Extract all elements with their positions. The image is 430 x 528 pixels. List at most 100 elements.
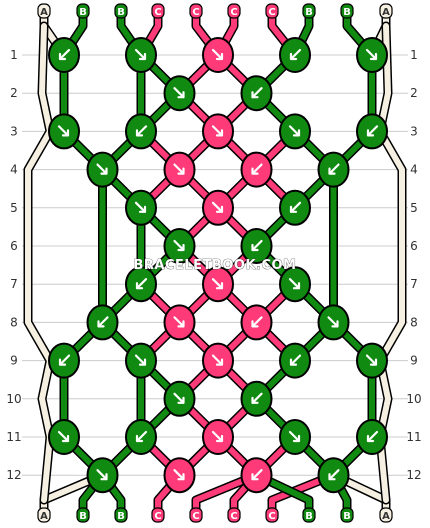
svg-text:B: B — [343, 511, 351, 522]
string-label: A — [379, 507, 393, 523]
knot — [279, 342, 311, 379]
string-label: A — [37, 507, 51, 523]
knot-direction-arrow-icon — [251, 163, 263, 175]
knot — [202, 37, 234, 73]
svg-text:A: A — [40, 7, 48, 18]
knot — [125, 113, 157, 150]
svg-text:C: C — [154, 511, 161, 522]
knot-direction-arrow-icon — [365, 354, 378, 366]
knot-direction-arrow-icon — [96, 163, 108, 175]
row-number-left: 11 — [6, 430, 21, 444]
string-label: B — [302, 3, 316, 19]
svg-text:C: C — [268, 511, 275, 522]
knot — [48, 37, 80, 73]
row-number-left: 7 — [10, 277, 18, 291]
string-label: B — [302, 507, 316, 523]
knot — [202, 419, 234, 455]
knot-direction-arrow-icon — [135, 278, 148, 290]
knot — [125, 37, 157, 73]
row-number-left: 5 — [10, 201, 18, 215]
knot — [279, 266, 311, 303]
row-number-left: 8 — [10, 315, 18, 329]
knot-direction-arrow-icon — [57, 125, 70, 137]
row-number-left: 10 — [6, 392, 21, 406]
knot-direction-arrow-icon — [211, 354, 224, 366]
svg-text:C: C — [192, 511, 199, 522]
row-number-right: 1 — [410, 48, 418, 62]
row-number-right: 4 — [410, 163, 418, 177]
knot-direction-arrow-icon — [366, 125, 379, 137]
knot-direction-arrow-icon — [328, 163, 340, 175]
knot — [125, 266, 157, 303]
knot — [163, 304, 196, 341]
knot — [240, 304, 273, 341]
knot-direction-arrow-icon — [365, 48, 378, 61]
row-number-right: 9 — [410, 354, 418, 368]
knot — [279, 113, 311, 150]
string-label: C — [227, 507, 241, 523]
knot — [317, 304, 350, 341]
knot-direction-arrow-icon — [251, 239, 263, 252]
knot — [356, 37, 388, 73]
knot — [202, 189, 234, 226]
string-label: B — [114, 3, 128, 19]
knot — [163, 151, 196, 188]
svg-text:C: C — [230, 7, 237, 18]
knot-direction-arrow-icon — [58, 354, 71, 366]
knot — [279, 189, 311, 226]
knot — [163, 75, 196, 112]
svg-text:B: B — [117, 511, 125, 522]
row-number-left: 6 — [10, 239, 18, 253]
knot — [202, 342, 234, 379]
knot-direction-arrow-icon — [289, 354, 302, 366]
knot-direction-arrow-icon — [211, 201, 224, 213]
knot — [240, 457, 273, 494]
knot-direction-arrow-icon — [96, 469, 108, 481]
knot — [279, 37, 311, 73]
knot — [279, 419, 311, 455]
row-number-right: 2 — [410, 86, 418, 100]
knot-direction-arrow-icon — [134, 354, 147, 366]
svg-text:B: B — [79, 511, 87, 522]
svg-text:C: C — [192, 7, 199, 18]
knot — [317, 457, 350, 494]
knot — [125, 342, 157, 379]
knot-direction-arrow-icon — [251, 392, 263, 404]
knot — [356, 342, 388, 379]
svg-text:B: B — [117, 7, 125, 18]
knot-direction-arrow-icon — [97, 316, 109, 328]
knot — [202, 266, 234, 303]
knot-direction-arrow-icon — [134, 201, 147, 213]
svg-text:C: C — [154, 7, 161, 18]
string-label: B — [76, 507, 90, 523]
knot-direction-arrow-icon — [211, 125, 224, 137]
svg-text:B: B — [305, 511, 313, 522]
knot — [48, 113, 80, 150]
knot-grid — [48, 37, 388, 494]
knot-direction-arrow-icon — [251, 316, 263, 328]
string-label: C — [265, 507, 279, 523]
row-number-left: 1 — [10, 48, 18, 62]
knot-direction-arrow-icon — [173, 469, 185, 481]
knot-direction-arrow-icon — [57, 430, 70, 443]
row-number-right: 10 — [406, 392, 421, 406]
knot-direction-arrow-icon — [211, 430, 224, 443]
knot — [163, 380, 196, 417]
site-watermark: BRACELETBOOK.COM — [134, 258, 297, 273]
svg-text:B: B — [343, 7, 351, 18]
knot — [125, 419, 157, 455]
svg-text:A: A — [382, 7, 390, 18]
knot — [356, 113, 388, 150]
knot — [125, 189, 157, 226]
string-label: C — [151, 507, 165, 523]
string-label: B — [340, 3, 354, 19]
knot-direction-arrow-icon — [288, 125, 301, 137]
knot-direction-arrow-icon — [173, 163, 185, 175]
row-number-left: 2 — [10, 86, 18, 100]
string-label: B — [76, 3, 90, 19]
string-label: A — [379, 3, 393, 19]
knot — [86, 457, 119, 494]
knot-direction-arrow-icon — [134, 48, 147, 61]
